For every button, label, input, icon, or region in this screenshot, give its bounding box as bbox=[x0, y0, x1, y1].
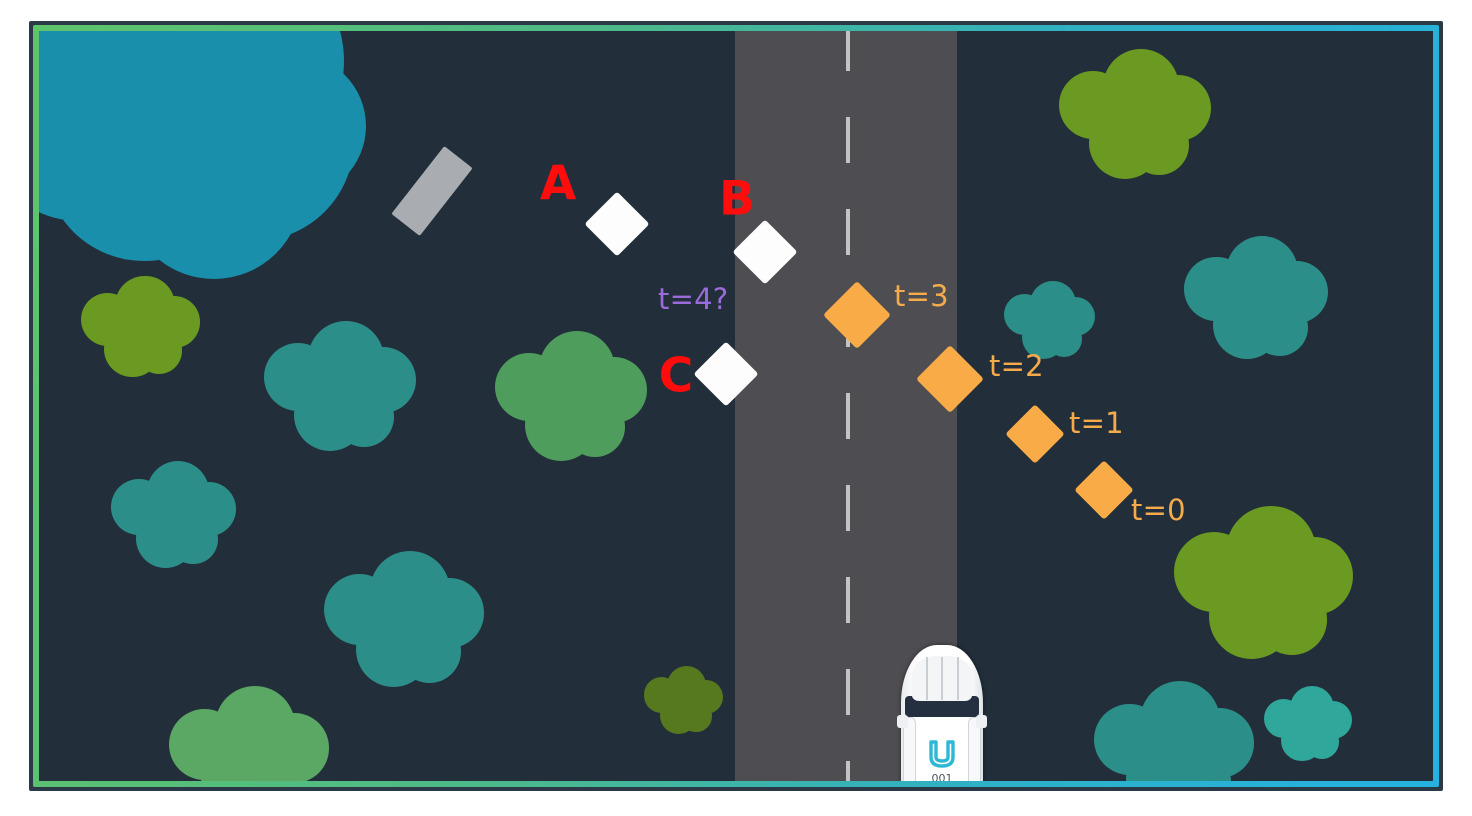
observed-label-t2: t=2 bbox=[989, 349, 1044, 383]
tree-teal-bottom-mid bbox=[324, 551, 484, 688]
tree-blob bbox=[334, 387, 394, 447]
observed-label-t3: t=3 bbox=[894, 279, 949, 313]
udacity-u-logo bbox=[922, 733, 962, 778]
tree-teal-left-upper bbox=[264, 321, 416, 451]
tree-olive-small-bot bbox=[644, 666, 724, 734]
tree-blob bbox=[168, 515, 218, 565]
candidate-label-b[interactable]: B bbox=[719, 171, 755, 227]
tree-olive-topleft bbox=[81, 276, 200, 378]
simulation-world[interactable]: t=0 t=1 t=2 t=3 A B C t=4? 001 bbox=[39, 31, 1433, 781]
tree-teal-right-upper bbox=[1184, 236, 1329, 360]
car-plate-number: 001 bbox=[931, 771, 953, 781]
tree-green-center bbox=[495, 331, 647, 461]
observed-label-t1: t=1 bbox=[1069, 406, 1124, 440]
tree-blob bbox=[1046, 320, 1082, 357]
tree-green-bottomleft bbox=[169, 686, 329, 781]
car-mirror-right bbox=[976, 715, 987, 729]
car-door-right bbox=[968, 717, 982, 781]
tree-blob bbox=[135, 327, 183, 375]
tree-blob bbox=[680, 700, 712, 732]
car-front-band bbox=[905, 696, 979, 718]
tree-blob bbox=[1256, 583, 1328, 655]
tree-blob bbox=[1129, 115, 1189, 175]
car-mirror-left bbox=[897, 715, 908, 729]
candidate-label-c[interactable]: C bbox=[658, 348, 694, 404]
lane-divider-dashed bbox=[846, 31, 850, 781]
car-door-left bbox=[902, 717, 916, 781]
tree-blob bbox=[1304, 724, 1340, 760]
tree-olive-topright bbox=[1059, 49, 1211, 179]
car-roof-seam-left bbox=[925, 657, 928, 700]
tree-olive-right-mid bbox=[1174, 506, 1354, 660]
tree-blob bbox=[565, 397, 625, 457]
tree-blob bbox=[397, 620, 461, 684]
tree-teal-left-lower bbox=[111, 461, 236, 568]
tree-teal-right-small bbox=[1004, 281, 1096, 359]
car-roof-seam-mid bbox=[941, 657, 944, 700]
ego-vehicle[interactable]: 001 bbox=[897, 645, 987, 781]
tree-teal-bottomright bbox=[1094, 681, 1254, 781]
prediction-query-label: t=4? bbox=[658, 282, 729, 316]
car-roof-seam-right bbox=[956, 657, 959, 700]
candidate-label-a[interactable]: A bbox=[539, 156, 577, 212]
tree-blob bbox=[1250, 298, 1308, 356]
observed-label-t0: t=0 bbox=[1131, 493, 1186, 527]
tree-teal-small-right bbox=[1264, 686, 1353, 762]
